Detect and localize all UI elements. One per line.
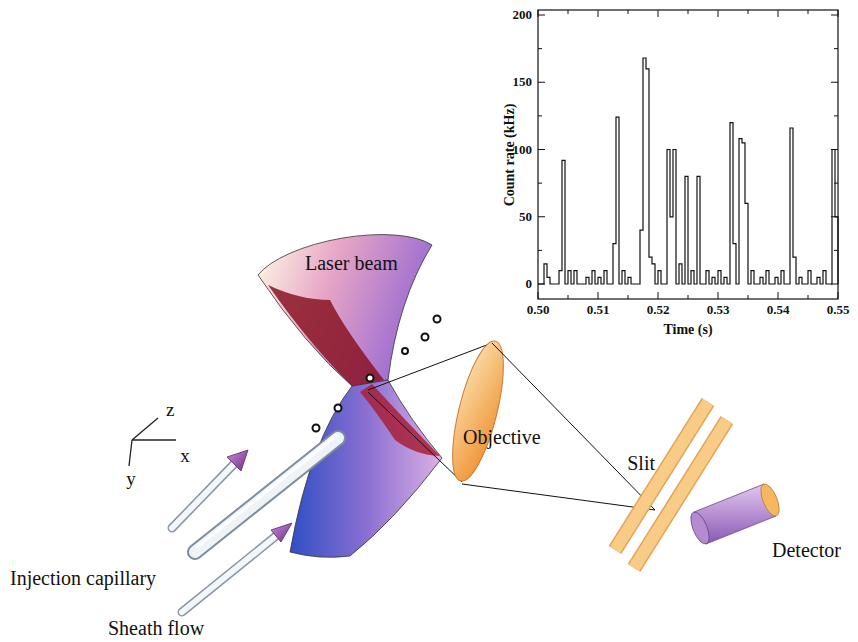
shape-label-box: Laser beam [305, 252, 398, 274]
slit [615, 402, 727, 568]
tick-label: 50 [519, 210, 532, 224]
arrow-head [271, 523, 292, 542]
y-tick [538, 48, 542, 49]
tick-label: 100 [513, 142, 533, 156]
capillary [195, 438, 338, 552]
part-label: Slit [627, 452, 655, 474]
slit-plate [634, 420, 727, 568]
beam-inner [360, 384, 440, 456]
x-tick [658, 292, 659, 299]
x-tick [778, 10, 779, 17]
particle [422, 334, 429, 341]
tick-label: 0.55 [827, 303, 850, 317]
tick-label: 0.54 [767, 303, 790, 317]
x-tick [598, 292, 599, 299]
x-axis [132, 439, 176, 440]
particle [402, 348, 408, 354]
y-tick [834, 48, 838, 49]
count-rate-chart [538, 10, 838, 299]
x-tick [538, 10, 539, 17]
x-tick [568, 295, 569, 299]
tick-marks [538, 10, 838, 299]
tick-label: 200 [513, 8, 533, 22]
beam-upper [258, 235, 432, 386]
x-tick [808, 10, 809, 14]
part-label: Objective [463, 426, 541, 448]
ray [462, 484, 655, 510]
capillary [195, 438, 338, 552]
particle [335, 405, 342, 412]
beam-lower [290, 380, 442, 557]
y-tick [538, 250, 542, 251]
axis-title: Time (s) [663, 322, 712, 337]
particle [313, 425, 320, 432]
tick-label: 150 [513, 75, 533, 89]
flow-arrows [172, 436, 338, 612]
y-tick [538, 216, 545, 217]
particle [434, 316, 441, 323]
x-tick [748, 10, 749, 14]
detector-end [687, 510, 713, 547]
tick-label: 0 [526, 277, 533, 291]
tick-label: 0.52 [647, 303, 670, 317]
x-tick [658, 10, 659, 17]
shape-label-box: Objective [463, 426, 541, 448]
x-tick [538, 292, 539, 299]
x-tick [838, 292, 839, 299]
axis-label: x [180, 446, 190, 467]
y-tick [538, 15, 545, 16]
tick-label: 0.51 [587, 303, 610, 317]
count-trace [538, 58, 838, 284]
particle [367, 375, 374, 382]
y-tick [831, 82, 838, 83]
x-tick [688, 10, 689, 14]
x-tick [598, 10, 599, 17]
y-tick [538, 82, 545, 83]
axis-triad [129, 418, 176, 466]
x-tick [748, 295, 749, 299]
y-tick [538, 149, 545, 150]
x-tick [718, 10, 719, 17]
x-tick [838, 10, 839, 17]
detector-window [757, 482, 783, 519]
particles [313, 316, 441, 432]
y-tick [831, 15, 838, 16]
detector [687, 482, 783, 547]
x-tick [808, 295, 809, 299]
ray [368, 392, 462, 482]
y-tick [538, 115, 542, 116]
y-tick [834, 115, 838, 116]
tick-label: 0.50 [527, 303, 550, 317]
arrow-head [227, 450, 248, 471]
z-axis [132, 418, 158, 440]
x-tick [568, 10, 569, 14]
slit-plate [634, 420, 727, 568]
axis-label: z [166, 400, 174, 421]
x-tick [688, 295, 689, 299]
capillary-highlight [197, 436, 336, 547]
beam-inner [268, 285, 384, 386]
part-label: Injection capillary [10, 567, 156, 589]
x-tick [778, 292, 779, 299]
axis-label: y [126, 469, 136, 490]
y-axis [129, 440, 132, 466]
plot-frame [538, 10, 838, 299]
objective-lens [442, 337, 514, 486]
laser-beam [258, 235, 442, 558]
part-label: Sheath flow [108, 617, 204, 639]
part-label: Detector [772, 539, 841, 561]
light-rays [462, 343, 655, 510]
x-tick [718, 292, 719, 299]
y-tick [538, 183, 542, 184]
part-label: Laser beam [305, 252, 398, 274]
x-tick [628, 295, 629, 299]
tick-label: 0.53 [707, 303, 730, 317]
x-tick [628, 10, 629, 14]
